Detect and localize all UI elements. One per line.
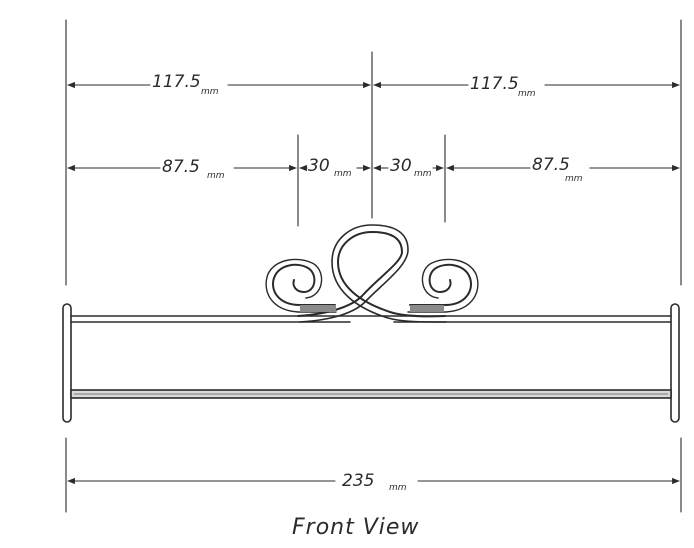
dim-overall-unit: mm <box>389 483 407 493</box>
dim-mid-center-left-unit: mm <box>334 169 352 179</box>
right-scroll-shading <box>410 305 444 312</box>
dim-mid-center-right-value: 30 <box>390 156 412 176</box>
end-cap-right <box>670 303 680 423</box>
left-scroll <box>272 263 336 306</box>
center-loop-outer <box>297 231 446 318</box>
dimension-row-middle: 87.5 mm 30 mm 30 mm 87.5 mm <box>67 155 680 184</box>
dim-mid-left-value: 87.5 <box>162 157 200 177</box>
center-loop-inner <box>299 224 447 323</box>
rods <box>70 315 672 399</box>
dim-mid-center-left-value: 30 <box>308 156 330 176</box>
scroll-ornament <box>265 224 479 323</box>
dim-top-right-unit: mm <box>518 89 536 99</box>
left-scroll-shading <box>300 305 336 312</box>
extension-lines <box>65 19 682 513</box>
dimension-row-bottom: 235 mm <box>67 471 680 493</box>
left-scroll-outer <box>265 258 337 313</box>
dim-top-left-value: 117.5 <box>152 72 201 92</box>
dim-top-left-unit: mm <box>201 87 219 97</box>
right-scroll <box>409 263 472 306</box>
dimension-row-top: 117.5 mm 117.5 mm <box>67 72 680 99</box>
view-title: Front View <box>292 515 419 540</box>
dim-top-right-value: 117.5 <box>470 74 519 94</box>
dim-mid-right-unit: mm <box>565 174 583 184</box>
dim-mid-left-unit: mm <box>207 171 225 181</box>
end-cap-left <box>62 303 72 423</box>
dim-mid-center-right-unit: mm <box>414 169 432 179</box>
end-caps <box>62 303 680 423</box>
right-scroll-outer <box>407 258 479 313</box>
dim-overall-value: 235 <box>342 471 374 491</box>
dim-mid-right-value: 87.5 <box>532 155 570 175</box>
